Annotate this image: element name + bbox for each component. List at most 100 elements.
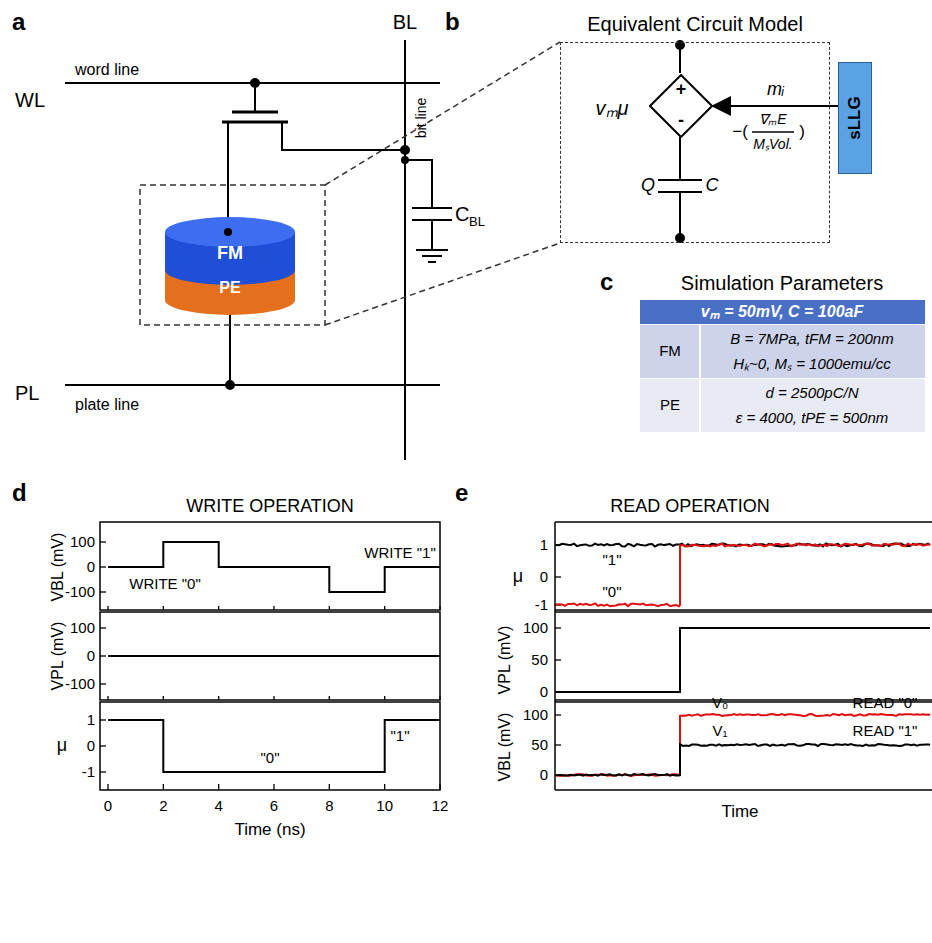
text-label: 100	[523, 707, 548, 724]
text-label: MₛVol.	[753, 137, 792, 152]
axis-ticks	[100, 655, 106, 656]
read-plot-frames	[555, 611, 932, 613]
signal-traces	[108, 542, 440, 592]
axis-ticks	[163, 696, 164, 700]
callout-lines	[140, 42, 560, 325]
text-label: VBL (mV)	[49, 533, 67, 602]
axis-ticks	[100, 591, 106, 592]
text-label: 0	[104, 798, 112, 815]
signal-traces	[556, 744, 930, 776]
text-label: C	[455, 203, 469, 225]
text-label: Time	[721, 803, 758, 822]
parameter-table	[640, 379, 925, 432]
text-label: V₀	[712, 695, 728, 712]
axis-ticks	[100, 771, 106, 772]
text-label: )	[799, 123, 805, 142]
text-label: 8	[325, 798, 333, 815]
text-label: BL	[393, 11, 417, 33]
text-label: Time (ns)	[234, 821, 305, 840]
memory-cell-schematic	[226, 381, 234, 389]
equivalent-circuit	[679, 45, 681, 73]
axis-ticks	[100, 627, 106, 628]
text-label: FM	[659, 343, 681, 360]
memory-cell-schematic	[428, 261, 436, 263]
text-label: READ "1"	[853, 723, 918, 740]
text-label: ∇ₘE	[759, 112, 786, 127]
text-label: 50	[531, 737, 548, 754]
write-plot-frames	[100, 522, 440, 790]
axis-ticks	[439, 696, 440, 700]
write-plot-frames	[100, 522, 440, 610]
text-label: 100	[70, 534, 95, 551]
text-label: 100	[523, 620, 548, 637]
text-label: d = 2500pC/N	[766, 385, 859, 402]
text-label: d	[12, 480, 27, 506]
equivalent-circuit	[658, 179, 702, 181]
axis-ticks	[439, 606, 440, 610]
dependent-source-diamond: +-	[649, 74, 713, 138]
text-label: "1"	[391, 728, 410, 745]
axis-ticks	[273, 784, 274, 790]
text-label: 6	[270, 798, 278, 815]
text-label: b	[445, 9, 460, 35]
callout-lines	[325, 42, 560, 185]
signal-traces	[108, 655, 440, 657]
axis-ticks	[100, 541, 106, 542]
signal-traces	[108, 542, 930, 776]
axis-ticks	[555, 576, 561, 577]
signal-traces	[556, 714, 930, 776]
memory-cell-schematic	[282, 122, 405, 150]
write-plot-frames	[100, 702, 440, 790]
equivalent-circuit	[658, 41, 794, 242]
signal-traces	[556, 628, 930, 692]
text-label: Hₖ~0, Mₛ = 1000emu/cc	[733, 356, 891, 373]
text-label: -100	[65, 584, 95, 601]
text-label: 0	[540, 684, 548, 701]
write-plot-frames	[100, 612, 440, 700]
callout-lines	[140, 185, 325, 325]
text-label: 0	[87, 738, 95, 755]
text-label: vₘμ	[596, 97, 629, 119]
polarity-sign: +	[676, 79, 687, 100]
text-label: "1"	[603, 552, 622, 569]
axis-ticks	[218, 606, 219, 610]
text-label: e	[455, 480, 468, 506]
memory-cell-schematic	[401, 146, 409, 154]
text-label: μ	[513, 567, 523, 587]
text-label: B = 7MPa, tFM = 200nm	[730, 331, 893, 348]
parameter-table	[640, 300, 925, 324]
memory-cell-schematic	[431, 220, 433, 250]
text-label: READ OPERATION	[610, 497, 770, 517]
text-label: 2	[159, 798, 167, 815]
memory-cell-schematic	[232, 111, 278, 114]
text-label: BL	[469, 215, 485, 229]
text-label: 100	[70, 620, 95, 637]
text-label: "0"	[261, 750, 280, 767]
text-label: a	[12, 9, 25, 35]
dashed-model-box: Equivalent Circuit Model+-	[560, 42, 830, 243]
axis-ticks	[329, 606, 330, 610]
text-label: plate line	[75, 396, 139, 414]
text-label: PE	[660, 397, 680, 414]
axis-ticks	[329, 696, 330, 700]
text-label: −(	[732, 123, 748, 142]
memory-cell-schematic	[222, 121, 288, 124]
callout-lines	[325, 243, 560, 325]
text-label: 1	[540, 537, 548, 554]
read-plot-frames	[555, 522, 932, 790]
text-label: bit line	[414, 98, 429, 138]
text-label: VPL (mV)	[496, 626, 514, 695]
parameter-table	[640, 300, 925, 432]
axis-ticks	[273, 696, 274, 700]
text-label: 1	[87, 712, 95, 729]
axis-ticks	[439, 784, 440, 790]
text-label: FM	[217, 244, 243, 264]
axis-ticks	[100, 683, 106, 684]
equivalent-circuit	[679, 192, 681, 238]
memory-cell-schematic	[65, 40, 452, 460]
memory-cell-schematic	[412, 207, 452, 209]
text-label: Simulation Parameters	[681, 272, 883, 294]
memory-cell-schematic	[254, 83, 256, 112]
text-label: PE	[219, 279, 240, 297]
memory-cell-schematic	[404, 40, 406, 460]
